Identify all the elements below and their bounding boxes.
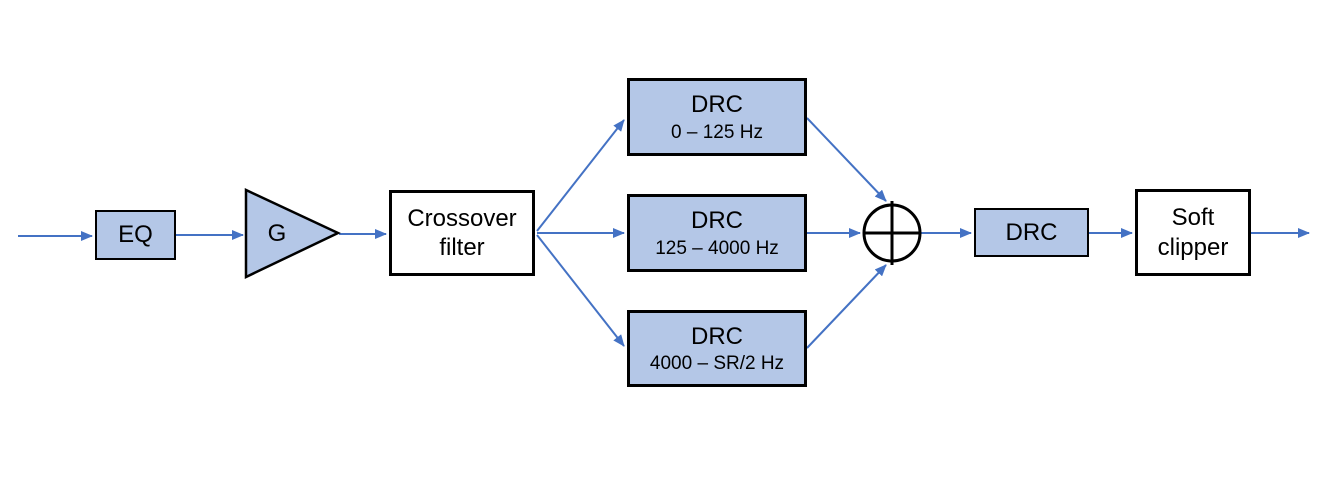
drc-low-title: DRC <box>691 91 743 119</box>
arrow-drc-low-to-sum <box>806 117 887 202</box>
gain-label: G <box>246 190 308 277</box>
block-soft-clipper: Soft clipper <box>1135 189 1251 276</box>
arrow-crossover-to-drc-high <box>536 234 625 347</box>
drc-mid-band-range: 125 – 4000 Hz <box>655 237 779 259</box>
soft-clipper-label-line1: Soft <box>1171 204 1215 232</box>
block-crossover-filter: Crossover filter <box>389 190 535 276</box>
arrow-crossover-to-drc-low <box>536 119 625 232</box>
summing-junction-icon <box>862 201 922 265</box>
drc-high-band-range: 4000 – SR/2 Hz <box>649 353 785 375</box>
drc-low-band-range: 0 – 125 Hz <box>671 121 763 143</box>
crossover-label-line1: Crossover <box>407 204 517 232</box>
drc-high-title: DRC <box>691 322 743 350</box>
crossover-label-line2: filter <box>439 234 485 261</box>
drc-mid-title: DRC <box>691 207 743 235</box>
eq-label: EQ <box>118 221 153 249</box>
drc-post-label: DRC <box>1005 218 1058 246</box>
block-drc-post: DRC <box>974 208 1089 257</box>
gain-letter: G <box>267 219 287 247</box>
soft-clipper-label-line2: clipper <box>1157 233 1229 261</box>
gain-triangle <box>244 188 341 279</box>
block-drc-low-band: DRC 0 – 125 Hz <box>627 78 807 156</box>
block-drc-mid-band: DRC 125 – 4000 Hz <box>627 194 807 272</box>
block-eq: EQ <box>95 210 176 260</box>
arrow-drc-high-to-sum <box>806 264 887 349</box>
block-drc-high-band: DRC 4000 – SR/2 Hz <box>627 310 807 387</box>
